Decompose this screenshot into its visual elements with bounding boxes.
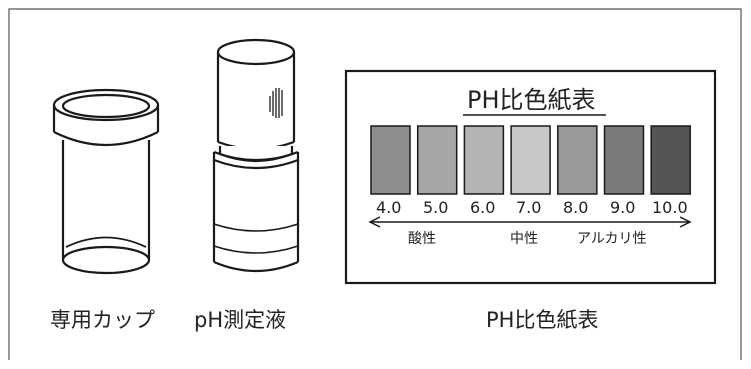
outer-frame [8,8,742,360]
zone-alkaline: アルカリ性 [577,231,647,247]
color-swatch [650,125,691,195]
ph-value-label: 5.0 [423,198,449,217]
cup-label: 専用カップ [50,308,155,332]
color-swatch [463,125,505,195]
color-swatch [370,125,411,195]
ph-liquid-bottle [212,38,300,273]
liquid-label: pH測定液 [194,308,287,332]
ph-value-label: 7.0 [516,198,542,217]
ph-value-label: 8.0 [563,198,589,217]
ph-scale-arrow [368,216,692,228]
swatch-group [370,125,691,195]
color-swatch [557,125,598,195]
cup-illustration [52,88,160,275]
ph-value-label: 4.0 [376,198,402,217]
color-swatch [510,125,551,195]
chart-title: PH比色紙表 [467,86,596,114]
ph-value-label: 9.0 [610,198,636,217]
color-swatch [603,125,645,195]
color-swatch [416,125,458,195]
ph-value-label: 10.0 [652,198,688,217]
zone-neutral: 中性 [510,231,538,247]
zone-acid: 酸性 [408,231,436,247]
chart-label: PH比色紙表 [486,308,599,332]
ph-value-label: 6.0 [470,198,496,217]
